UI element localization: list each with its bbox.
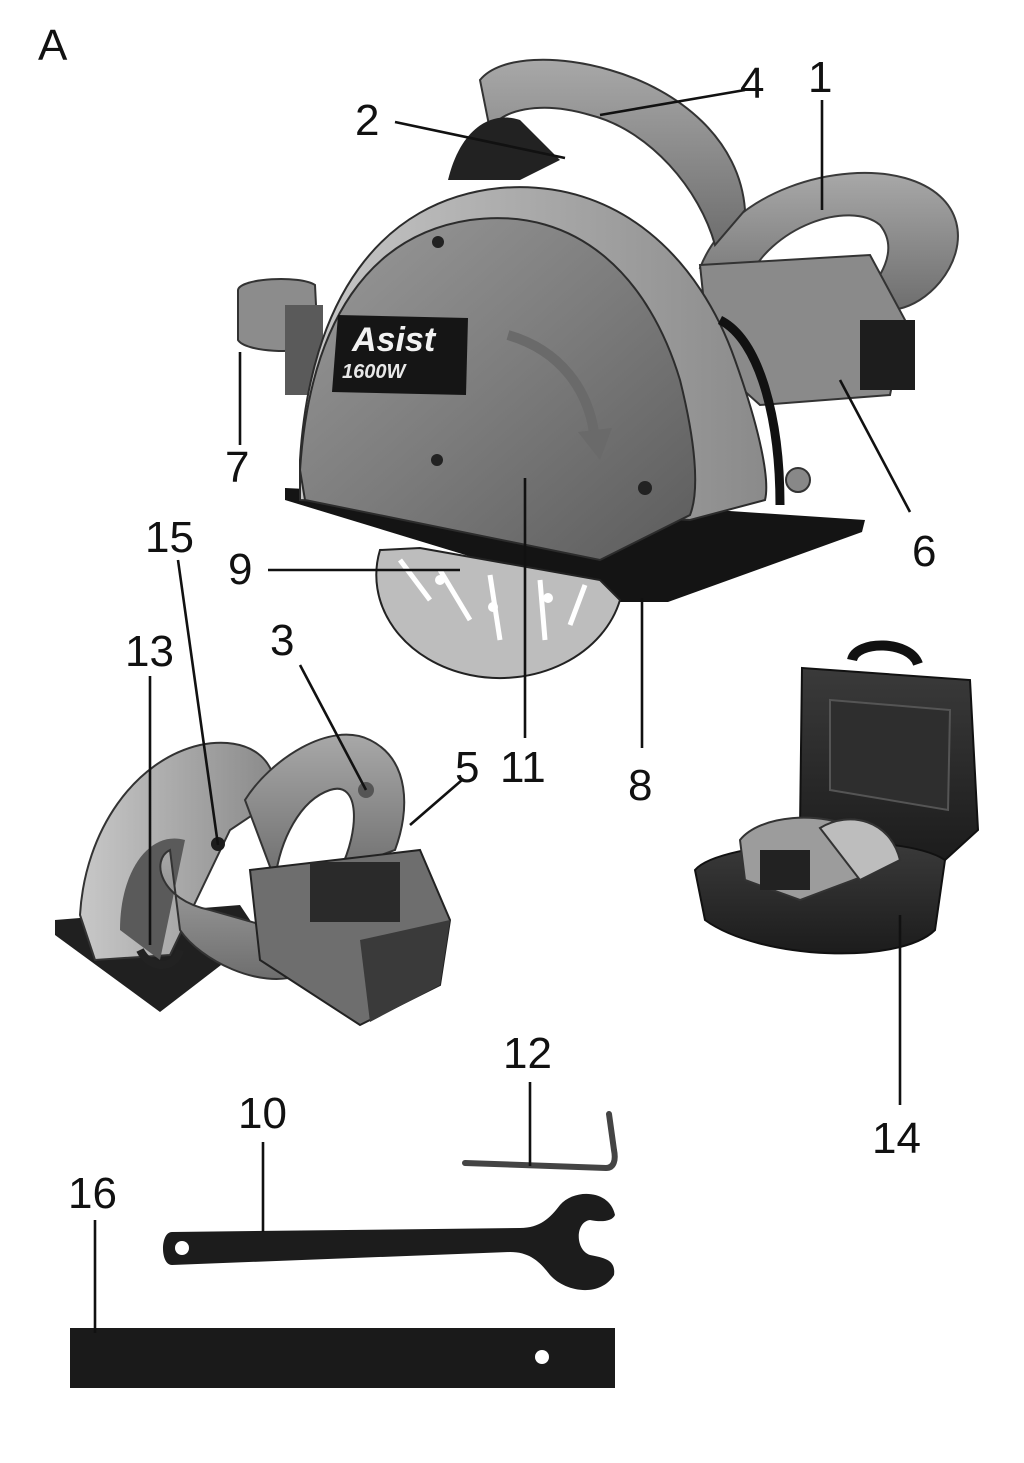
carry-case-illustration [693, 640, 980, 955]
callout-11: 11 [500, 743, 546, 792]
callout-4: 4 [740, 59, 764, 108]
callout-5: 5 [455, 743, 479, 792]
saw-rear-view-illustration [55, 733, 452, 1027]
flat-key-illustration [70, 1328, 615, 1388]
callout-2: 2 [355, 96, 379, 145]
callout-6: 6 [912, 527, 936, 576]
callout-10: 10 [238, 1089, 287, 1138]
callout-7: 7 [225, 443, 249, 492]
callout-12: 12 [503, 1029, 552, 1078]
callout-1: 1 [808, 53, 832, 102]
section-label: A [38, 21, 68, 70]
callout-13: 13 [125, 627, 174, 676]
callout-9: 9 [228, 545, 252, 594]
callout-14: 14 [872, 1114, 921, 1163]
callout-numbers: 1 2 4 7 6 15 9 13 3 5 11 8 12 10 16 14 [68, 53, 936, 1218]
callout-8: 8 [628, 761, 652, 810]
main-saw-illustration: Asist 1600W [237, 58, 959, 680]
leader-lines [93, 88, 912, 1333]
callout-3: 3 [270, 616, 294, 665]
brand-power-text: 1600W [342, 361, 407, 383]
callout-16: 16 [68, 1169, 117, 1218]
pin-spanner-illustration [163, 1193, 615, 1291]
brand-logo-text: Asist [351, 321, 437, 359]
callout-15: 15 [145, 513, 194, 562]
hex-key-illustration [462, 1111, 618, 1172]
